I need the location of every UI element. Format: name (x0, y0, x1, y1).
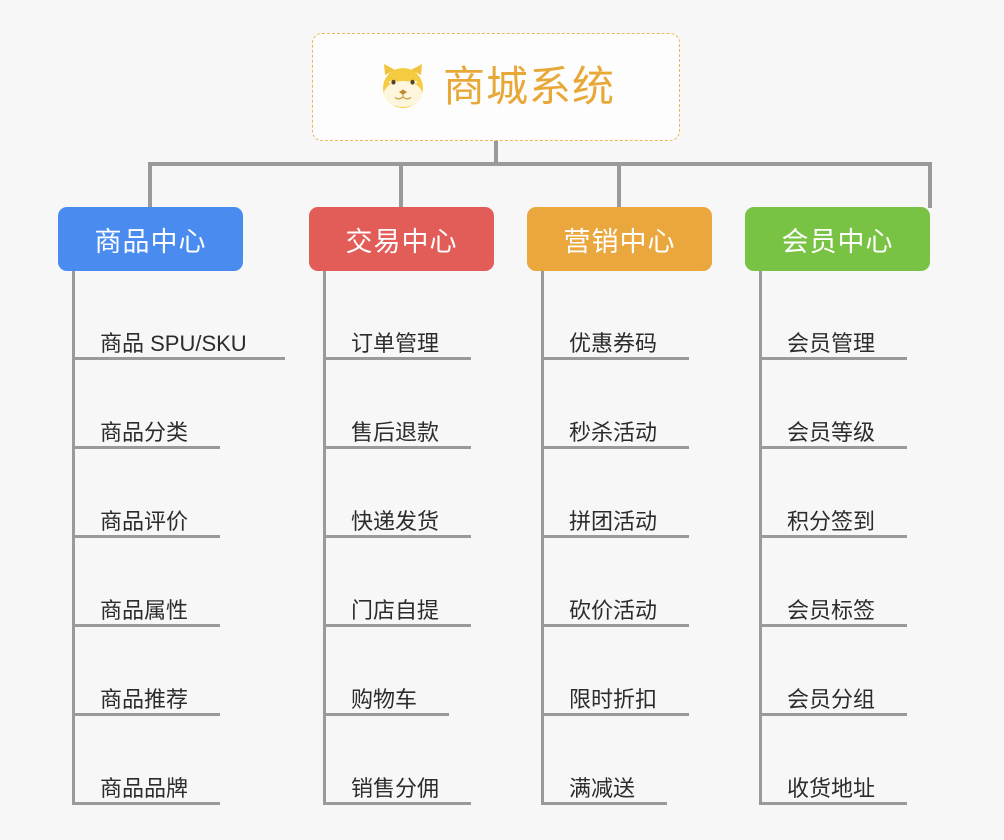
leaf-item[interactable]: 销售分佣 (323, 716, 471, 805)
leaf-underline (541, 802, 667, 805)
leaf-label: 会员管理 (787, 330, 876, 356)
leaf-label: 销售分佣 (351, 775, 440, 801)
leaf-item[interactable]: 门店自提 (323, 538, 471, 627)
leaf-item[interactable]: 满减送 (541, 716, 667, 805)
leaf-label: 会员标签 (787, 597, 876, 623)
leaf-underline (72, 535, 220, 538)
leaf-item[interactable]: 商品 SPU/SKU (72, 271, 285, 360)
leaf-item[interactable]: 砍价活动 (541, 538, 689, 627)
leaf-label: 购物车 (351, 686, 418, 712)
leaf-item[interactable]: 会员等级 (759, 360, 907, 449)
branch-trunk-marketing-center (541, 271, 544, 805)
leaf-underline (541, 535, 689, 538)
leaf-underline (759, 713, 907, 716)
leaf-underline (323, 446, 471, 449)
leaf-underline (541, 713, 689, 716)
leaf-underline (323, 357, 471, 360)
connector-bus (148, 162, 931, 166)
root-title: 商城系统 (442, 63, 615, 110)
leaf-item[interactable]: 商品分类 (72, 360, 247, 449)
leaf-label: 满减送 (569, 775, 636, 801)
leaf-underline (323, 535, 471, 538)
leaf-underline (72, 713, 220, 716)
connector-drop-marketing-center (617, 162, 621, 208)
leaf-list-member-center: 会员管理 会员等级 积分签到 会员标签 会员分组 收货地址 (759, 271, 907, 805)
leaf-item[interactable]: 商品品牌 (72, 716, 247, 805)
leaf-item[interactable]: 快递发货 (323, 449, 471, 538)
branch-trunk-member-center (759, 271, 762, 805)
leaf-item[interactable]: 商品评价 (72, 449, 247, 538)
connector-root-stem (494, 141, 498, 164)
branch-trunk-product-center (72, 271, 75, 805)
leaf-label: 会员分组 (787, 686, 876, 712)
branch-header-label: 交易中心 (345, 226, 458, 257)
leaf-underline (759, 535, 907, 538)
leaf-underline (72, 624, 220, 627)
leaf-label: 商品属性 (100, 597, 189, 623)
branch-header-label: 会员中心 (781, 226, 894, 257)
leaf-underline (72, 802, 220, 805)
leaf-underline (759, 624, 907, 627)
leaf-item[interactable]: 优惠券码 (541, 271, 689, 360)
leaf-item[interactable]: 收货地址 (759, 716, 907, 805)
branch-header-label: 营销中心 (563, 226, 676, 257)
leaf-label: 商品推荐 (100, 686, 189, 712)
leaf-label: 商品品牌 (100, 775, 189, 801)
leaf-underline (541, 357, 689, 360)
connector-drop-product-center (148, 162, 152, 208)
leaf-item[interactable]: 限时折扣 (541, 627, 689, 716)
leaf-item[interactable]: 订单管理 (323, 271, 471, 360)
leaf-label: 门店自提 (351, 597, 440, 623)
connector-drop-member-center (928, 162, 932, 208)
leaf-underline (759, 446, 907, 449)
leaf-list-product-center: 商品 SPU/SKU 商品分类 商品评价 商品属性 商品推荐 商品品牌 (72, 271, 285, 805)
branch-header-product-center[interactable]: 商品中心 (58, 207, 243, 271)
leaf-label: 收货地址 (787, 775, 876, 801)
root-node[interactable]: 商城系统 (312, 33, 680, 141)
leaf-underline (759, 357, 907, 360)
leaf-label: 优惠券码 (569, 330, 658, 356)
leaf-item[interactable]: 会员标签 (759, 538, 907, 627)
leaf-underline (323, 624, 471, 627)
leaf-underline (72, 446, 220, 449)
branch-header-trade-center[interactable]: 交易中心 (309, 207, 494, 271)
leaf-underline (541, 446, 689, 449)
connector-drop-trade-center (399, 162, 403, 208)
leaf-item[interactable]: 会员管理 (759, 271, 907, 360)
leaf-label: 积分签到 (787, 508, 876, 534)
leaf-label: 砍价活动 (569, 597, 658, 623)
leaf-item[interactable]: 积分签到 (759, 449, 907, 538)
leaf-label: 拼团活动 (569, 508, 658, 534)
branch-header-member-center[interactable]: 会员中心 (745, 207, 930, 271)
branch-header-marketing-center[interactable]: 营销中心 (527, 207, 712, 271)
leaf-item[interactable]: 商品属性 (72, 538, 247, 627)
leaf-item[interactable]: 购物车 (323, 627, 449, 716)
leaf-label: 商品评价 (100, 508, 189, 534)
leaf-label: 限时折扣 (569, 686, 658, 712)
shiba-dog-face-icon (377, 61, 429, 113)
branch-header-label: 商品中心 (94, 226, 207, 257)
leaf-item[interactable]: 秒杀活动 (541, 360, 689, 449)
leaf-item[interactable]: 商品推荐 (72, 627, 247, 716)
leaf-item[interactable]: 拼团活动 (541, 449, 689, 538)
leaf-label: 秒杀活动 (569, 419, 658, 445)
leaf-underline (541, 624, 689, 627)
leaf-underline (72, 357, 285, 360)
leaf-underline (323, 802, 471, 805)
leaf-underline (323, 713, 449, 716)
leaf-label: 商品 SPU/SKU (100, 330, 247, 356)
leaf-list-marketing-center: 优惠券码 秒杀活动 拼团活动 砍价活动 限时折扣 满减送 (541, 271, 689, 805)
leaf-item[interactable]: 会员分组 (759, 627, 907, 716)
leaf-underline (759, 802, 907, 805)
leaf-item[interactable]: 售后退款 (323, 360, 471, 449)
leaf-list-trade-center: 订单管理 售后退款 快递发货 门店自提 购物车 销售分佣 (323, 271, 471, 805)
leaf-label: 售后退款 (351, 419, 440, 445)
branch-trunk-trade-center (323, 271, 326, 805)
leaf-label: 订单管理 (351, 330, 440, 356)
leaf-label: 快递发货 (351, 508, 440, 534)
leaf-label: 会员等级 (787, 419, 876, 445)
leaf-label: 商品分类 (100, 419, 189, 445)
